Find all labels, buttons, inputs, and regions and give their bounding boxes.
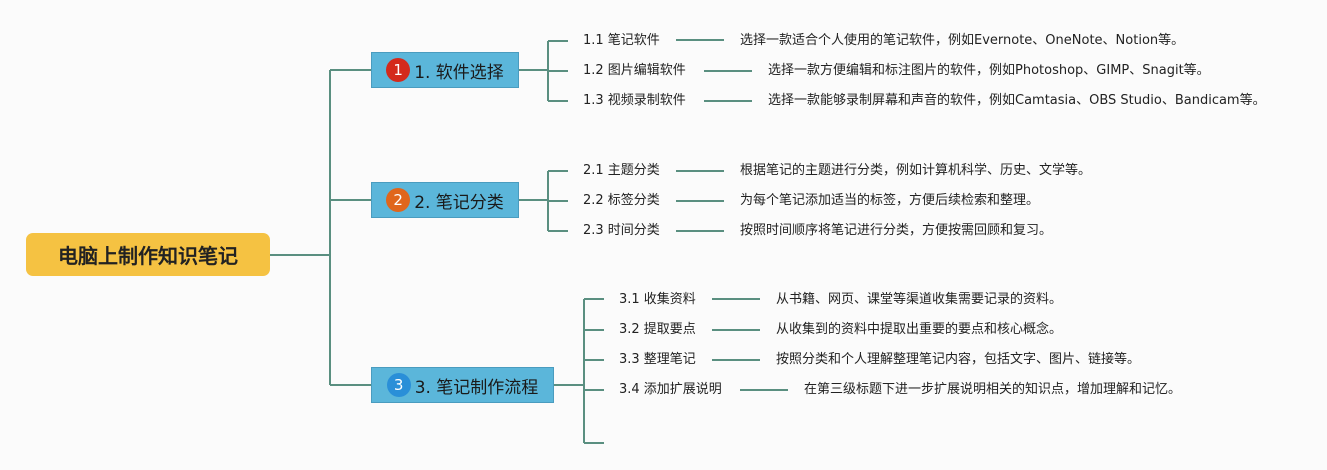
branch-label: 2. 笔记分类 <box>414 192 504 213</box>
leaf-node[interactable]: 3.1 收集资料 <box>619 292 696 307</box>
leaf-description[interactable]: 在第三级标题下进一步扩展说明相关的知识点，增加理解和记忆。 <box>804 382 1182 397</box>
leaf-node[interactable]: 2.2 标签分类 <box>583 193 660 208</box>
number-badge: 1 <box>386 58 411 82</box>
leaf-node[interactable]: 2.3 时间分类 <box>583 223 660 238</box>
branch-node-software[interactable]: 1 1. 软件选择 <box>371 52 519 88</box>
branch-node-process[interactable]: 3 3. 笔记制作流程 <box>371 367 554 403</box>
leaf-node[interactable]: 1.2 图片编辑软件 <box>583 63 686 78</box>
leaf-node[interactable]: 3.3 整理笔记 <box>619 352 696 367</box>
leaf-description[interactable]: 为每个笔记添加适当的标签，方便后续检索和整理。 <box>740 193 1040 208</box>
number-badge: 2 <box>386 188 411 212</box>
leaf-node[interactable]: 3.4 添加扩展说明 <box>619 382 722 397</box>
leaf-description[interactable]: 从收集到的资料中提取出重要的要点和核心概念。 <box>776 322 1063 337</box>
leaf-node[interactable]: 2.1 主题分类 <box>583 163 660 178</box>
branch-node-classification[interactable]: 2 2. 笔记分类 <box>371 182 519 218</box>
branch-label: 1. 软件选择 <box>414 62 504 83</box>
leaf-description[interactable]: 选择一款能够录制屏幕和声音的软件，例如Camtasia、OBS Studio、B… <box>768 93 1266 108</box>
leaf-node[interactable]: 3.2 提取要点 <box>619 322 696 337</box>
root-node[interactable]: 电脑上制作知识笔记 <box>26 233 270 276</box>
leaf-description[interactable]: 选择一款适合个人使用的笔记软件，例如Evernote、OneNote、Notio… <box>740 33 1185 48</box>
number-badge: 3 <box>386 373 411 397</box>
leaf-node[interactable]: 1.1 笔记软件 <box>583 33 660 48</box>
leaf-description[interactable]: 根据笔记的主题进行分类，例如计算机科学、历史、文学等。 <box>740 163 1092 178</box>
branch-label: 3. 笔记制作流程 <box>414 377 539 398</box>
leaf-description[interactable]: 选择一款方便编辑和标注图片的软件，例如Photoshop、GIMP、Snagit… <box>768 63 1210 78</box>
leaf-description[interactable]: 按照分类和个人理解整理笔记内容，包括文字、图片、链接等。 <box>776 352 1141 367</box>
leaf-description[interactable]: 从书籍、网页、课堂等渠道收集需要记录的资料。 <box>776 292 1063 307</box>
leaf-description[interactable]: 按照时间顺序将笔记进行分类，方便按需回顾和复习。 <box>740 223 1053 238</box>
leaf-node[interactable]: 1.3 视频录制软件 <box>583 93 686 108</box>
